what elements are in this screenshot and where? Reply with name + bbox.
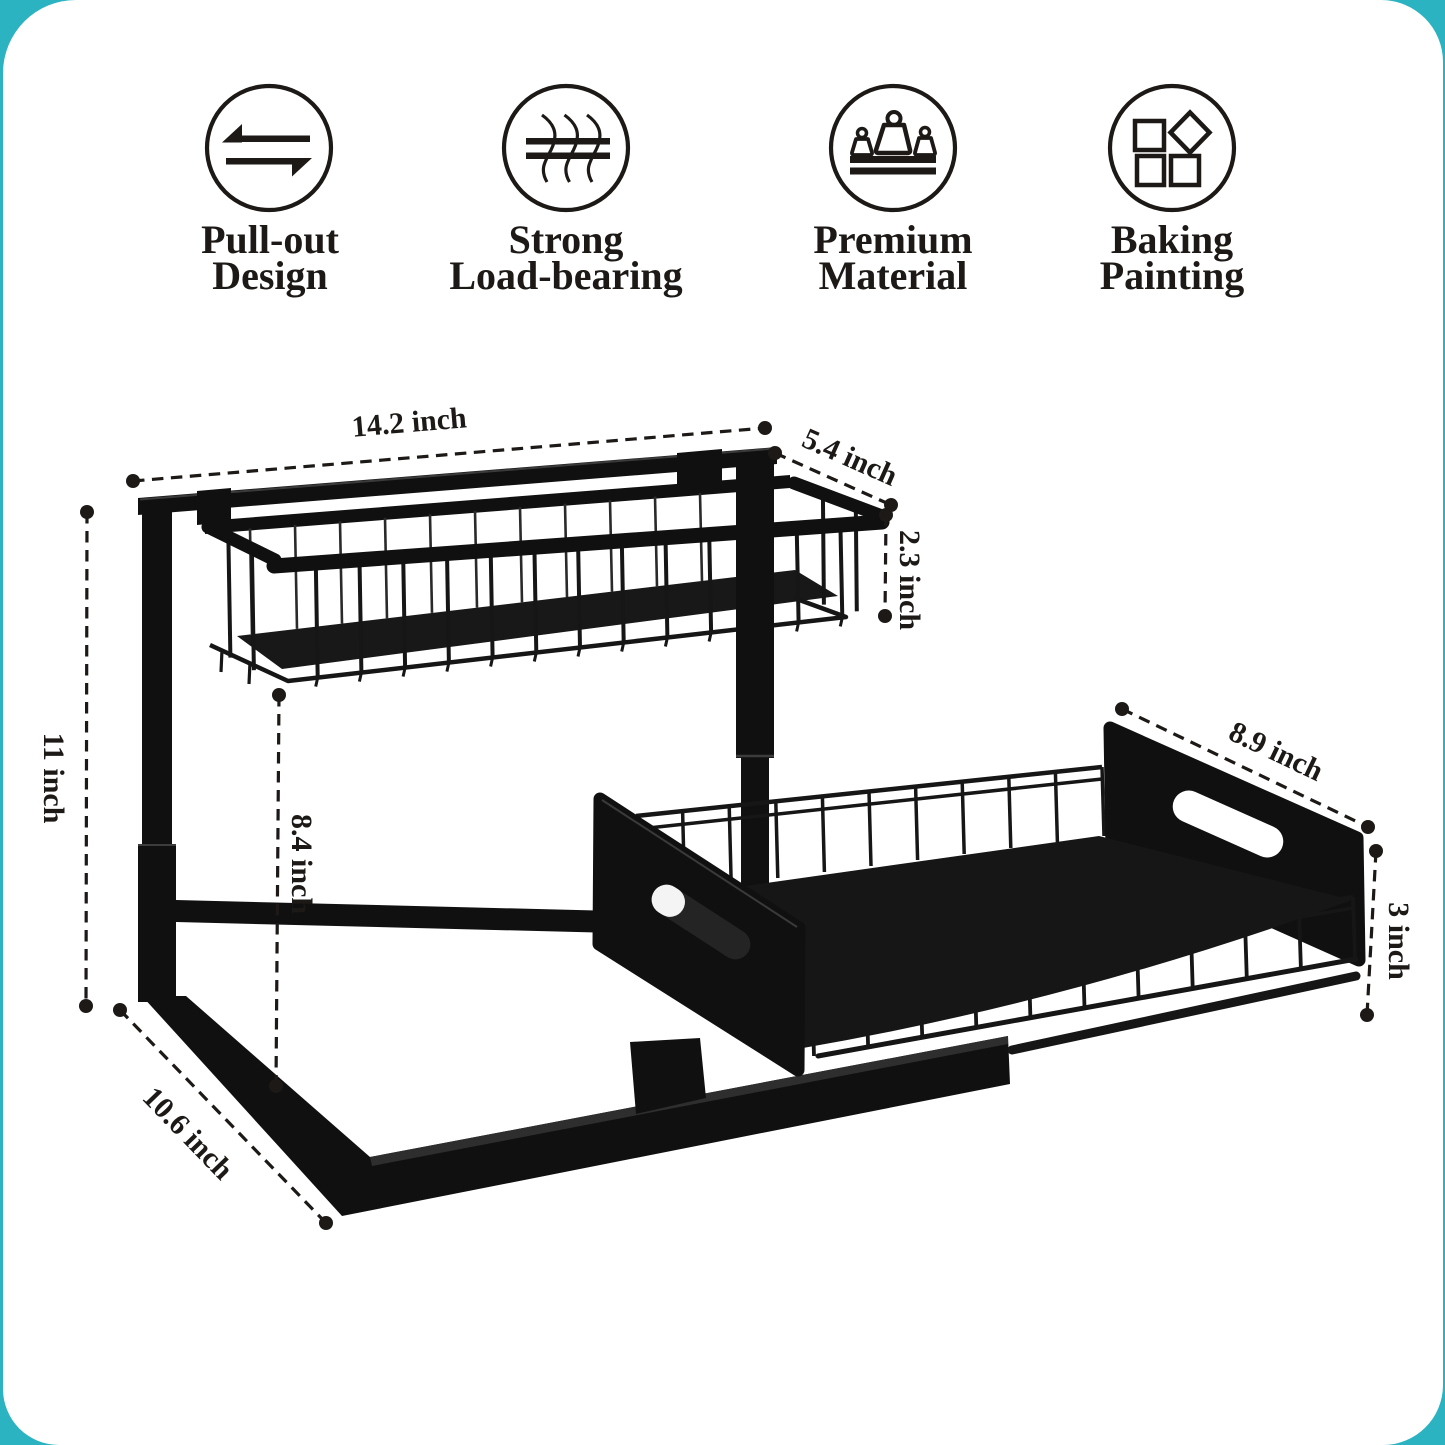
svg-text:8.4 inch: 8.4 inch (285, 814, 318, 914)
svg-text:Design: Design (212, 253, 328, 298)
svg-text:Painting: Painting (1100, 253, 1244, 298)
svg-text:Material: Material (819, 253, 968, 298)
svg-text:11 inch: 11 inch (37, 733, 70, 824)
svg-text:8.9 inch: 8.9 inch (1224, 715, 1329, 788)
svg-text:10.6 inch: 10.6 inch (136, 1081, 240, 1187)
svg-text:Load-bearing: Load-bearing (449, 253, 682, 298)
svg-text:5.4 inch: 5.4 inch (797, 422, 902, 493)
svg-text:Strong: Strong (509, 217, 624, 262)
svg-text:Baking: Baking (1111, 217, 1233, 262)
svg-text:Pull-out: Pull-out (201, 217, 339, 262)
svg-text:2.3 inch: 2.3 inch (893, 530, 926, 630)
svg-text:14.2 inch: 14.2 inch (351, 401, 469, 444)
svg-text:3 inch: 3 inch (1382, 902, 1415, 980)
svg-text:Premium: Premium (813, 217, 972, 262)
